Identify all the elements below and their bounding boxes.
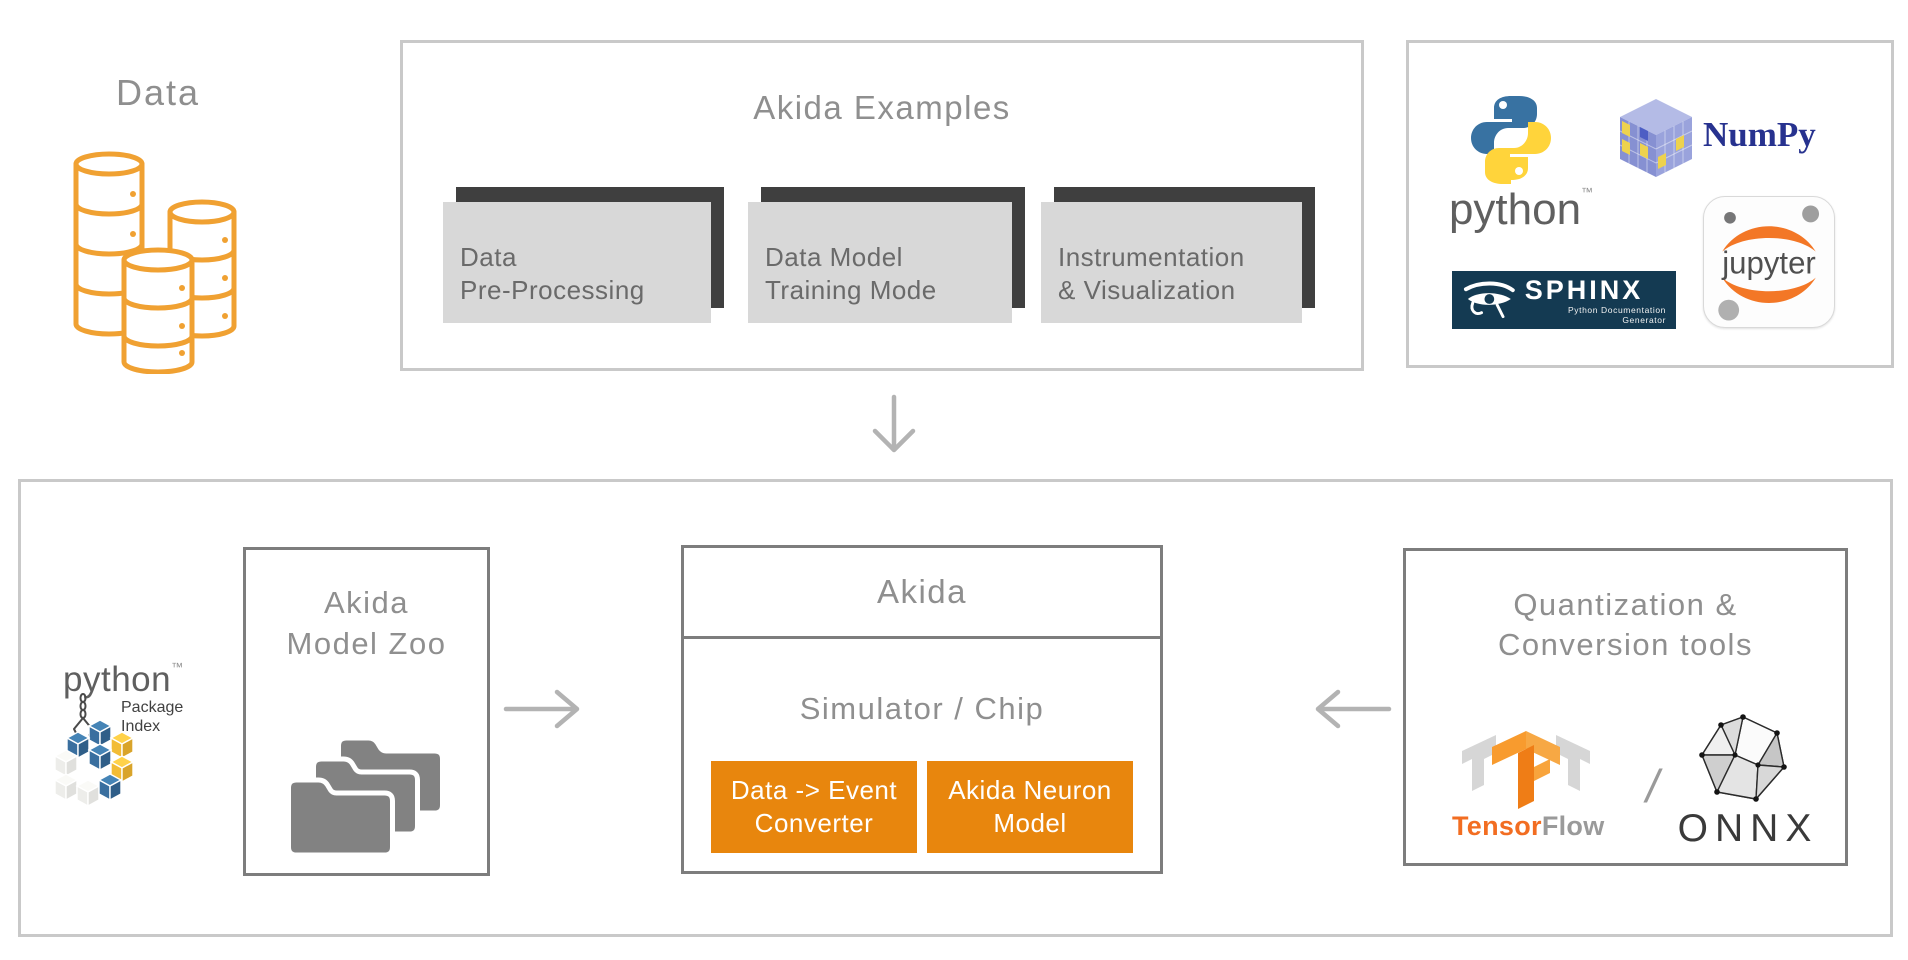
simulator-chip-label: Simulator / Chip — [799, 691, 1045, 726]
data-label: Data — [115, 72, 201, 113]
akida-title: Akida — [876, 573, 968, 610]
stacked-folders-icon — [285, 735, 445, 858]
jupyter-wordmark: jupyter — [1721, 246, 1816, 281]
block-label-line: Data -> Event — [730, 775, 898, 805]
onnx-wordmark: ONNX — [1677, 807, 1819, 850]
numpy-wordmark: NumPy — [1703, 115, 1816, 154]
data-event-converter-block: Data -> Event Converter — [711, 761, 917, 853]
akida-neuron-model-block: Akida Neuron Model — [927, 761, 1133, 853]
akida-examples-title: Akida Examples — [753, 89, 1011, 126]
block-label-line: Model — [993, 808, 1067, 838]
sphinx-logo: SPHINX Python Documentation Generator — [1452, 271, 1676, 329]
quantization-title-line: Conversion tools — [1498, 627, 1753, 662]
python-wordmark: python™ — [1441, 185, 1601, 235]
tensorflow-word-flow: Flow — [1541, 811, 1605, 841]
sphinx-subtitle: Python Documentation Generator — [1568, 305, 1666, 325]
card-label-line: & Visualization — [1058, 274, 1236, 305]
pypi-blocks-icon — [53, 719, 135, 808]
runtime-stack-box: python™ Package Index — [18, 479, 1893, 937]
card-data-preprocessing: Data Pre-Processing — [443, 202, 711, 323]
tensorflow-logo — [1462, 731, 1590, 809]
arrow-right-icon — [503, 689, 580, 729]
database-cylinders-icon — [73, 151, 237, 374]
card-label-line: Instrumentation — [1058, 241, 1245, 272]
arrow-down-icon — [872, 394, 916, 453]
card-instrumentation-visualization: Instrumentation & Visualization — [1041, 202, 1302, 323]
tensorflow-word-tensor: Tensor — [1452, 811, 1542, 841]
model-zoo-title-line: Akida — [323, 585, 410, 620]
jupyter-logo: jupyter — [1703, 196, 1835, 328]
python-tm: ™ — [1581, 185, 1594, 199]
card-data-model-training: Data Model Training Mode — [748, 202, 1012, 323]
akida-model-zoo-box: Akida Model Zoo — [243, 547, 490, 876]
pypi-sub-line: Package — [121, 699, 184, 716]
card-label-line: Training Mode — [765, 274, 937, 305]
onnx-logo — [1699, 714, 1787, 802]
eye-of-horus-icon — [1463, 281, 1515, 319]
separator-slash: / — [1646, 760, 1659, 812]
pypi-wordmark-text: python — [63, 660, 172, 699]
python-logo — [1471, 96, 1551, 184]
python-wordmark-text: python — [1448, 185, 1582, 234]
block-label-line: Akida Neuron — [948, 775, 1112, 805]
tensorflow-wordmark: TensorFlow — [1452, 811, 1605, 842]
quantization-title-line: Quantization & — [1513, 587, 1738, 622]
pypi-logo: python™ Package Index — [53, 660, 238, 810]
akida-box: Akida Simulator / Chip Data -> Event Con… — [681, 545, 1163, 874]
pypi-crane-icon — [73, 693, 93, 736]
pypi-sub-line: Index — [121, 718, 161, 735]
model-zoo-title-line: Model Zoo — [286, 626, 447, 661]
card-label-line: Data — [460, 241, 517, 272]
block-label-line: Converter — [754, 808, 874, 838]
akida-header: Akida — [684, 548, 1160, 639]
card-label-line: Data Model — [765, 241, 903, 272]
numpy-logo — [1619, 99, 1693, 177]
quantization-conversion-box: Quantization & Conversion tools TensorFl… — [1403, 548, 1848, 866]
python-ecosystem-box: python™ NumPy — [1406, 40, 1894, 368]
arrow-left-icon — [1315, 689, 1392, 729]
card-label-line: Pre-Processing — [460, 274, 645, 305]
pypi-tm: ™ — [171, 660, 184, 674]
sphinx-wordmark: SPHINX — [1524, 275, 1644, 305]
